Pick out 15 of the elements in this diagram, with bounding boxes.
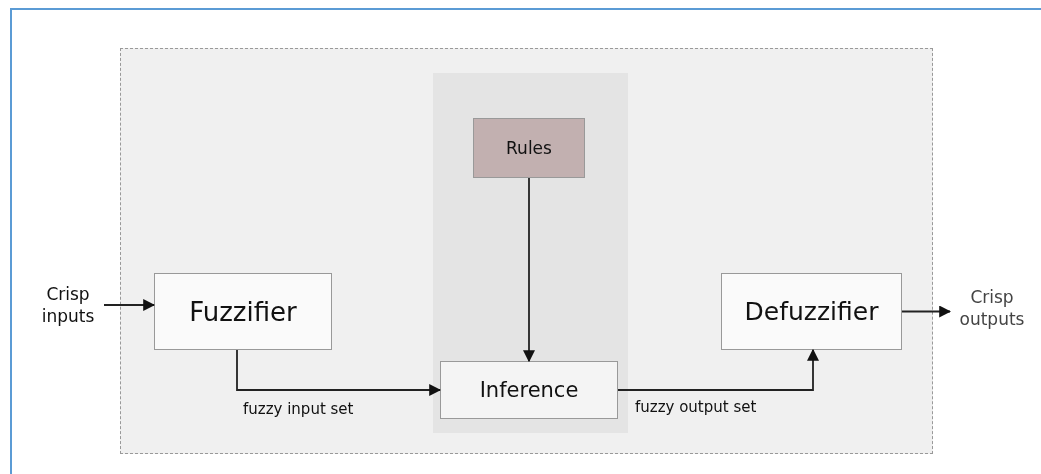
- arrow: [523, 177, 535, 363]
- input-text: Crisp inputs: [40, 282, 96, 328]
- fuzzifier-box: Fuzzifier: [154, 273, 332, 350]
- inference-band: [433, 73, 628, 433]
- arrow: [236, 349, 442, 396]
- rules-box: Rules: [473, 118, 585, 178]
- arrow: [901, 305, 952, 318]
- system-boundary-box: [120, 48, 933, 454]
- arrow: [617, 348, 819, 391]
- inference-box: Inference: [440, 361, 618, 419]
- edge-label: fuzzy input set: [240, 400, 357, 418]
- edge-label: fuzzy output set: [632, 398, 760, 416]
- arrow: [103, 299, 156, 311]
- output-text: Crisp outputs: [958, 285, 1026, 331]
- defuzzifier-box: Defuzzifier: [721, 273, 902, 350]
